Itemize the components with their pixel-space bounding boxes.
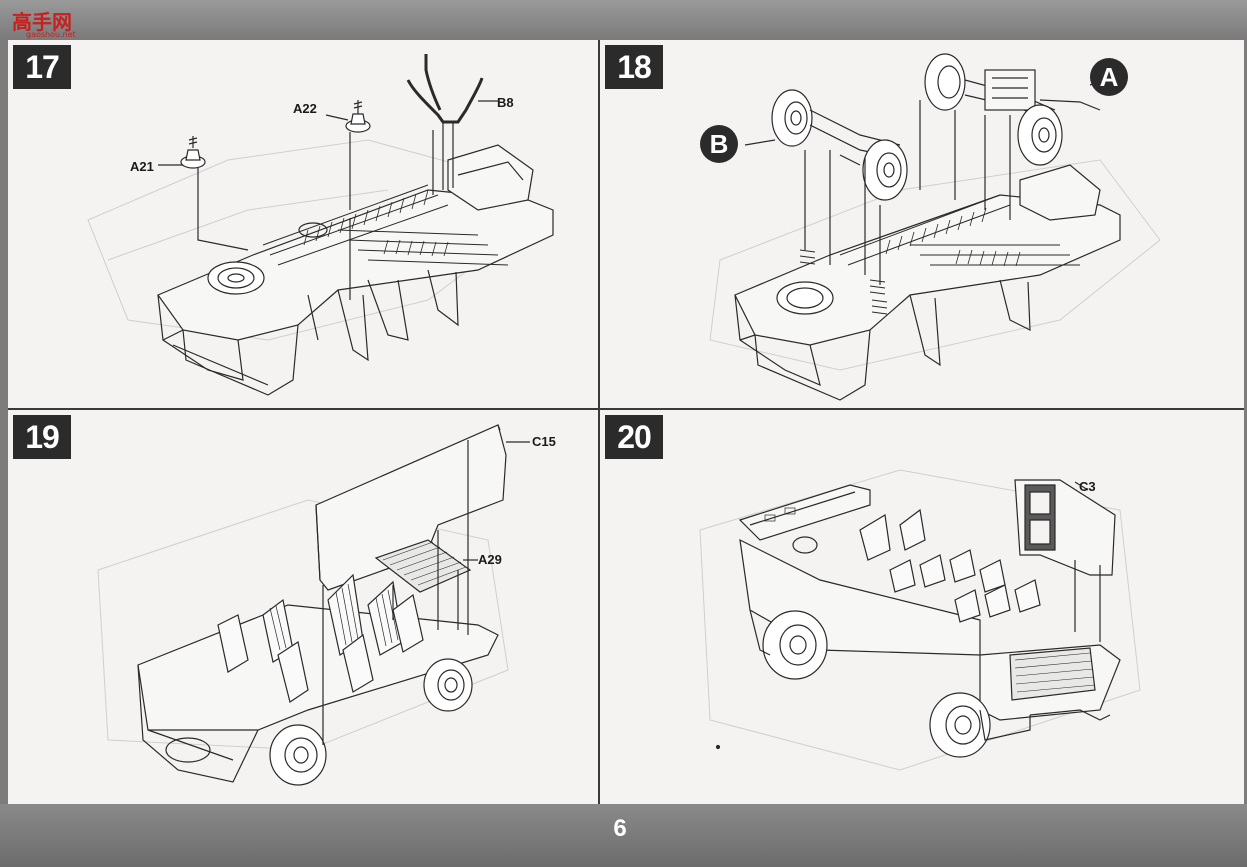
panel-divider-vertical: [598, 40, 600, 804]
part-label-a22: A22: [293, 101, 317, 116]
step-18-drawing: [709, 53, 1161, 401]
step-20-panel: 20 C3: [600, 410, 1244, 804]
site-logo: 高手网 gaoshou.net: [12, 6, 76, 40]
bottom-band: [0, 804, 1247, 867]
step-number-19: 19: [13, 415, 71, 459]
step-18-panel: 18 A B: [600, 40, 1244, 408]
part-label-a29: A29: [478, 552, 502, 567]
step-19-panel: 19 C15 A29: [8, 410, 598, 804]
step-number-18: 18: [605, 45, 663, 89]
step-19-drawing: [97, 424, 530, 786]
part-label-c3: C3: [1079, 479, 1096, 494]
panel-divider-horizontal: [8, 408, 1244, 410]
step-17-panel: 17 A21 A22 B8: [8, 40, 598, 408]
subassembly-label-b: B: [700, 125, 738, 163]
logo-text: 高手网: [12, 9, 72, 34]
step-17-drawing: [87, 54, 554, 396]
part-label-c15: C15: [532, 434, 556, 449]
step-20-drawing: [699, 469, 1141, 771]
subassembly-label-a: A: [1090, 58, 1128, 96]
top-band: [0, 0, 1247, 40]
page-number: 6: [613, 815, 627, 842]
logo-url: gaoshou.net: [26, 30, 76, 39]
part-label-b8: B8: [497, 95, 514, 110]
part-label-a21: A21: [130, 159, 154, 174]
step-number-17: 17: [13, 45, 71, 89]
step-number-20: 20: [605, 415, 663, 459]
